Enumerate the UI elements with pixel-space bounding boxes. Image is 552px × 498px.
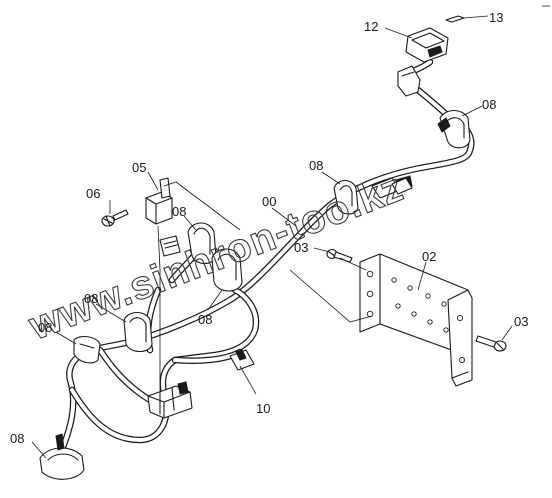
callout-08-relay: 08 — [172, 204, 186, 219]
callout-08-top: 08 — [482, 97, 496, 112]
callout-03-upper: 03 — [294, 240, 308, 255]
callout-leaders — [31, 15, 513, 459]
screw-right — [475, 335, 507, 352]
callout-08-left-1: 08 — [84, 291, 98, 306]
callout-03-right: 03 — [514, 314, 528, 329]
harness-connector-mid — [391, 177, 413, 195]
rocker-switch — [397, 27, 449, 97]
callout-06: 06 — [86, 186, 100, 201]
clamp-left-lower — [73, 335, 101, 364]
callout-08-bottom: 08 — [10, 431, 24, 446]
clamp-top-right — [437, 109, 471, 149]
callout-08-center: 08 — [198, 312, 212, 327]
relay — [145, 177, 173, 225]
assembly-guide-lines — [157, 181, 373, 392]
callout-08-left-2: 08 — [38, 320, 52, 335]
lower-harness-branch — [68, 286, 260, 444]
callout-00: 00 — [262, 194, 276, 209]
callout-13: 13 — [489, 10, 503, 25]
callout-12: 12 — [364, 19, 378, 34]
switch-label-plate — [445, 15, 465, 23]
clamp-bottom-left — [39, 433, 85, 480]
relay-connector — [159, 235, 181, 257]
callout-08-mid: 08 — [309, 158, 323, 173]
callout-05: 05 — [132, 160, 146, 175]
screw-relay — [101, 209, 129, 227]
clamp-center — [211, 248, 243, 292]
main-harness-wire — [56, 118, 475, 459]
connector-10 — [229, 349, 255, 371]
callout-10: 10 — [256, 401, 270, 416]
mounting-bracket — [359, 253, 473, 387]
clamp-left-upper — [123, 311, 153, 353]
screw-upper — [326, 248, 353, 263]
callout-02: 02 — [422, 249, 436, 264]
bottom-connector-block — [147, 381, 193, 419]
